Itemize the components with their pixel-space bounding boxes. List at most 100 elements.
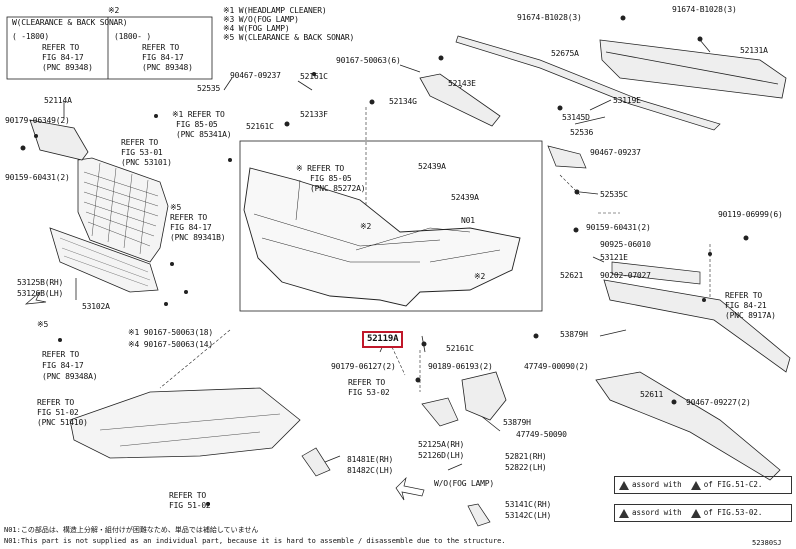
part-52535c[interactable]: 52535C xyxy=(600,190,628,199)
part-53879h[interactable]: 53879H xyxy=(560,330,588,339)
part-52161c[interactable]: 52161C xyxy=(446,344,474,353)
ref-text[interactable]: REFER TO xyxy=(42,350,79,359)
part-52126d[interactable]: 52126D(LH) xyxy=(418,451,465,460)
ref-text[interactable]: FIG 84-17 xyxy=(142,53,184,62)
part-90189-06193[interactable]: 90189-06193(2) xyxy=(428,362,493,371)
part-52119a-highlighted[interactable]: 52119A xyxy=(362,331,404,348)
engine-under-cover xyxy=(69,387,301,459)
bracket-52114a xyxy=(29,119,89,161)
ref-text[interactable]: (PNC 85341A) xyxy=(176,130,232,139)
part-n01[interactable]: N01 xyxy=(461,216,475,225)
part-47749-50090[interactable]: 47749-50090 xyxy=(516,430,567,439)
ref-text[interactable]: (PNC 89341B) xyxy=(170,233,226,242)
front-bumper-cover xyxy=(243,167,521,307)
part-53141c[interactable]: 53141C(RH) xyxy=(505,500,552,509)
part-53879h[interactable]: 53879H xyxy=(503,418,531,427)
ref-text[interactable]: FIG 85-05 xyxy=(310,174,352,183)
triangle-icon xyxy=(619,480,629,490)
ref-text[interactable]: (PNC 89348A) xyxy=(42,372,98,381)
part-53145d[interactable]: 53145D xyxy=(562,113,590,122)
legend-line: ※1 W(HEADLAMP CLEANER) xyxy=(223,6,327,15)
bracket-52821 xyxy=(461,371,507,421)
part-81481e[interactable]: 81481E(RH) xyxy=(347,455,394,464)
front-arrow-left xyxy=(24,291,47,305)
part-53126b[interactable]: 53126B(LH) xyxy=(17,289,64,298)
part-52821[interactable]: 52821(RH) xyxy=(505,452,547,461)
part-52161c[interactable]: 52161C xyxy=(246,122,274,131)
part-81482c[interactable]: 81482C(LH) xyxy=(347,466,394,475)
ref-text[interactable]: REFER TO xyxy=(348,378,385,387)
part-90159-60431[interactable]: 90159-60431(2) xyxy=(5,173,70,182)
ref-text[interactable]: FIG 53-02 xyxy=(348,388,390,397)
part-52535[interactable]: 52535 xyxy=(197,84,221,93)
part-52125a[interactable]: 52125A(RH) xyxy=(418,440,465,449)
legend-line: ※4 W(FOG LAMP) xyxy=(223,24,290,33)
part-52134g[interactable]: 52134G xyxy=(389,97,417,106)
part-52439a[interactable]: 52439A xyxy=(418,162,446,171)
part-52822[interactable]: 52822(LH) xyxy=(505,463,547,472)
part-53119e[interactable]: 53119E xyxy=(613,96,641,105)
part-53121e[interactable]: 53121E xyxy=(600,253,628,262)
ref-text[interactable]: FIG 84-17 xyxy=(42,53,84,62)
part-53142c[interactable]: 53142C(LH) xyxy=(505,511,552,520)
part-90467-09237[interactable]: 90467-09237 xyxy=(230,71,281,80)
part-52536[interactable]: 52536 xyxy=(570,128,594,137)
legend-line: ※5 W(CLEARANCE & BACK SONAR) xyxy=(223,33,355,42)
part-53125b[interactable]: 53125B(RH) xyxy=(17,278,64,287)
part-52611[interactable]: 52611 xyxy=(640,390,664,399)
ref-text[interactable]: REFER TO xyxy=(169,491,206,500)
strip-52675a xyxy=(455,35,721,131)
ref-text[interactable]: REFER TO xyxy=(121,138,158,147)
ref-text[interactable]: (PNC 51410) xyxy=(37,418,88,427)
ref-text[interactable]: FIG 85-05 xyxy=(176,120,218,129)
part-52143e[interactable]: 52143E xyxy=(448,79,476,88)
bracket-53121e xyxy=(611,261,701,285)
ref-text[interactable]: (PNC 53101) xyxy=(121,158,172,167)
radiator-grille xyxy=(77,157,169,263)
ref-text[interactable]: FIG 84-21 xyxy=(725,301,767,310)
ref-text[interactable]: FIG 84-17 xyxy=(42,361,84,370)
legend-row-2: assord with of FIG.53-02. xyxy=(614,504,792,522)
part-52439a[interactable]: 52439A xyxy=(451,193,479,202)
part-90167-50063[interactable]: 90167-50063(6) xyxy=(336,56,401,65)
part-53102a[interactable]: 53102A xyxy=(82,302,110,311)
part-90159-60431[interactable]: 90159-60431(2) xyxy=(586,223,651,232)
ref-text[interactable]: FIG 51-02 xyxy=(37,408,79,417)
ref-text[interactable]: REFER TO xyxy=(170,213,207,222)
ref-text[interactable]: FIG 53-01 xyxy=(121,148,163,157)
part-91674-b1028[interactable]: 91674-B1028(3) xyxy=(672,5,737,14)
ref-text[interactable]: ※1 REFER TO xyxy=(172,110,225,119)
ref-text[interactable]: REFER TO xyxy=(725,291,762,300)
ref-text[interactable]: (PNC 89348) xyxy=(142,63,193,72)
part-90467-09227[interactable]: 90467-09227(2) xyxy=(686,398,751,407)
part-90202-07027[interactable]: 90202-07027 xyxy=(600,271,651,280)
part-52114a[interactable]: 52114A xyxy=(44,96,72,105)
triangle-icon xyxy=(619,508,629,518)
part-90167-50063[interactable]: ※4 90167-50063(14) xyxy=(128,340,213,349)
ref-text[interactable]: (PNC 89348) xyxy=(42,63,93,72)
part-90925-06010[interactable]: 90925-06010 xyxy=(600,240,651,249)
reinforcement-52611 xyxy=(595,371,781,481)
part-90179-06127[interactable]: 90179-06127(2) xyxy=(331,362,396,371)
ref-text[interactable]: FIG 51-02 xyxy=(169,501,211,510)
part-52675a[interactable]: 52675A xyxy=(551,49,579,58)
part-52133f[interactable]: 52133F xyxy=(300,110,328,119)
ref-text[interactable]: (PNC 85272A) xyxy=(310,184,366,193)
part-52621[interactable]: 52621 xyxy=(560,271,584,280)
part-91674-b1028[interactable]: 91674-B1028(3) xyxy=(517,13,582,22)
part-90179-06349[interactable]: 90179-06349(2) xyxy=(5,116,70,125)
part-52161c[interactable]: 52161C xyxy=(300,72,328,81)
ref-text[interactable]: REFER TO xyxy=(142,43,179,52)
ref-text[interactable]: (PNC 8917A) xyxy=(725,311,776,320)
part-47749-00090[interactable]: 47749-00090(2) xyxy=(524,362,589,371)
ref-text[interactable]: REFER TO xyxy=(42,43,79,52)
ref-text[interactable]: ※5 xyxy=(37,320,49,329)
ref-text[interactable]: ※ REFER TO xyxy=(296,164,345,173)
ref-text[interactable]: FIG 84-17 xyxy=(170,223,212,232)
part-52131a[interactable]: 52131A xyxy=(740,46,768,55)
part-90467-09237[interactable]: 90467-09237 xyxy=(590,148,641,157)
part-90119-06999[interactable]: 90119-06999(6) xyxy=(718,210,783,219)
ref-text[interactable]: REFER TO xyxy=(37,398,74,407)
ref-text[interactable]: ※5 xyxy=(170,203,182,212)
part-90167-50063[interactable]: ※1 90167-50063(18) xyxy=(128,328,213,337)
